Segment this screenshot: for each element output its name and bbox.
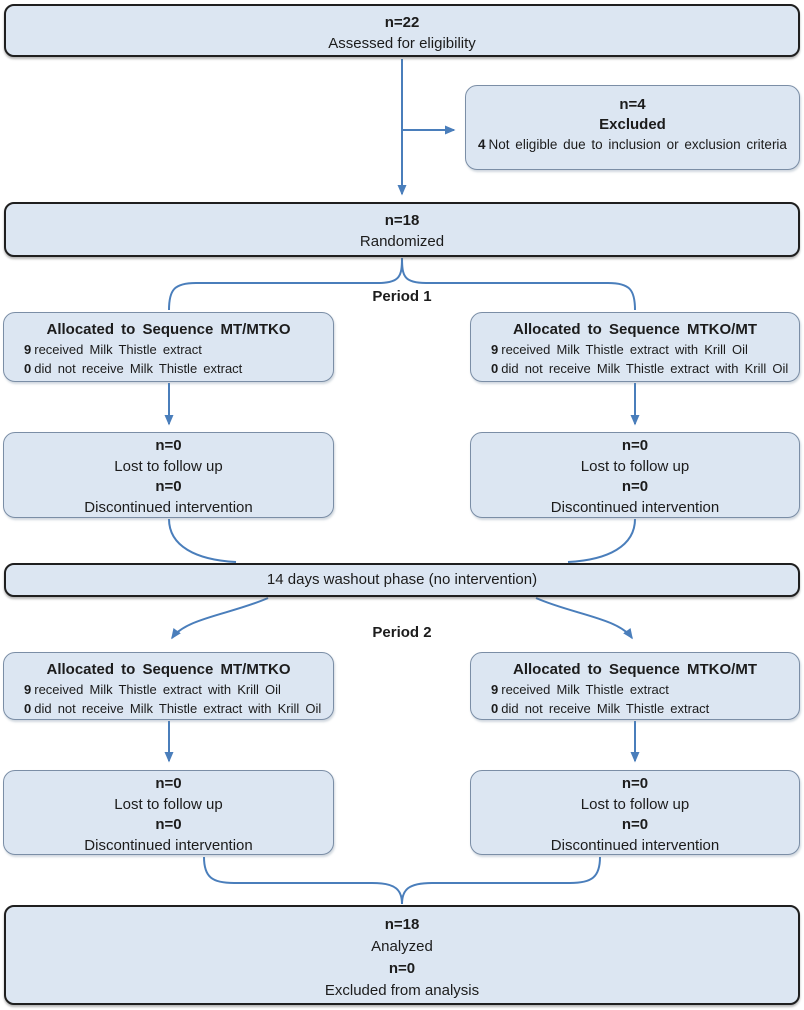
excluded-detail-text: Not eligible due to inclusion or exclusi… bbox=[488, 137, 787, 152]
excluded-count: n=4 bbox=[619, 96, 646, 113]
followup-p2-right-n2: n=0 bbox=[621, 816, 649, 833]
alloc-p2-right-line1-text: received Milk Thistle extract bbox=[501, 682, 669, 697]
period2-label: Period 2 bbox=[372, 624, 432, 641]
alloc-p2-right-line2-text: did not receive Milk Thistle extract bbox=[501, 701, 710, 716]
alloc-p2-left-line1-text: received Milk Thistle extract with Krill… bbox=[34, 682, 281, 697]
followup-p2-right-lost: Lost to follow up bbox=[580, 795, 690, 813]
followup-p2-left-discontinued: Discontinued intervention bbox=[84, 836, 253, 854]
alloc-p1-left-line1-text: received Milk Thistle extract bbox=[34, 342, 202, 357]
merge-right-into-analyzed bbox=[401, 856, 601, 905]
alloc-p1-left-title: Allocated to Sequence MT/MTKO bbox=[46, 321, 291, 338]
followup-p2-left-n1: n=0 bbox=[155, 775, 182, 792]
alloc-p1-right-line1-num: 9 bbox=[491, 342, 499, 357]
assessed-count: n=22 bbox=[384, 14, 420, 31]
followup-p2-left-n2: n=0 bbox=[155, 816, 182, 833]
alloc-p2-right-line1-num: 9 bbox=[491, 682, 499, 697]
followup-p1-left-discontinued: Discontinued intervention bbox=[84, 498, 253, 516]
alloc-p2-right-title: Allocated to Sequence MTKO/MT bbox=[512, 661, 758, 678]
followup-p1-left-lost: Lost to follow up bbox=[114, 457, 223, 475]
assessed-label: Assessed for eligibility bbox=[328, 35, 476, 52]
randomized-box: n=18 Randomized bbox=[4, 202, 800, 257]
followup-p2-right-discontinued: Discontinued intervention bbox=[550, 836, 720, 854]
randomized-label: Randomized bbox=[359, 233, 445, 250]
assessed-eligibility-box: n=22 Assessed for eligibility bbox=[4, 4, 800, 57]
followup-p1-right-box: n=0 Lost to follow up n=0 Discontinued i… bbox=[470, 432, 800, 518]
followup-p1-right-lost: Lost to follow up bbox=[580, 457, 690, 475]
alloc-p2-left-line2-num: 0 bbox=[24, 701, 32, 716]
followup-p2-left-lost: Lost to follow up bbox=[114, 795, 223, 813]
followup-p1-left-n2: n=0 bbox=[155, 478, 182, 495]
alloc-p1-right-line2-num: 0 bbox=[491, 361, 499, 376]
followup-p1-right-n1: n=0 bbox=[621, 437, 649, 454]
analyzed-box: n=18 Analyzed n=0 Excluded from analysis bbox=[4, 905, 800, 1005]
analyzed-excluded-label: Excluded from analysis bbox=[324, 982, 480, 999]
analyzed-n1: n=18 bbox=[384, 916, 420, 933]
alloc-p1-left-line2-num: 0 bbox=[24, 361, 32, 376]
period1-label: Period 1 bbox=[372, 288, 432, 305]
alloc-p2-left-title: Allocated to Sequence MT/MTKO bbox=[46, 661, 291, 678]
merge-left-into-analyzed bbox=[203, 856, 403, 905]
followup-p1-right-discontinued: Discontinued intervention bbox=[550, 498, 720, 516]
followup-p2-right-n1: n=0 bbox=[621, 775, 649, 792]
alloc-p2-left-line2-text: did not receive Milk Thistle extract wit… bbox=[34, 701, 322, 716]
curve-right-into-washout bbox=[567, 518, 636, 563]
arrow-washout-to-p2-left bbox=[171, 597, 269, 640]
excluded-detail-count: 4 bbox=[478, 137, 486, 152]
washout-box: 14 days washout phase (no intervention) bbox=[4, 563, 800, 597]
alloc-p1-right-title: Allocated to Sequence MTKO/MT bbox=[512, 321, 758, 338]
followup-p2-left-box: n=0 Lost to follow up n=0 Discontinued i… bbox=[3, 770, 334, 855]
curve-left-into-washout bbox=[168, 518, 237, 563]
alloc-p1-right-line1-text: received Milk Thistle extract with Krill… bbox=[501, 342, 748, 357]
excluded-title: Excluded bbox=[599, 116, 666, 133]
randomized-count: n=18 bbox=[384, 212, 420, 229]
alloc-p1-left-line2-text: did not receive Milk Thistle extract bbox=[34, 361, 243, 376]
followup-p1-left-n1: n=0 bbox=[155, 437, 182, 454]
followup-p2-right-box: n=0 Lost to follow up n=0 Discontinued i… bbox=[470, 770, 800, 855]
followup-p1-right-n2: n=0 bbox=[621, 478, 649, 495]
alloc-p2-right-line2-num: 0 bbox=[491, 701, 499, 716]
analyzed-n2: n=0 bbox=[388, 960, 416, 977]
arrow-washout-to-p2-right bbox=[535, 597, 633, 640]
analyzed-label: Analyzed bbox=[371, 938, 433, 955]
alloc-p1-left-line1-num: 9 bbox=[24, 342, 32, 357]
followup-p1-left-box: n=0 Lost to follow up n=0 Discontinued i… bbox=[3, 432, 334, 518]
alloc-p2-left-line1-num: 9 bbox=[24, 682, 32, 697]
alloc-p1-right-line2-text: did not receive Milk Thistle extract wit… bbox=[501, 361, 789, 376]
